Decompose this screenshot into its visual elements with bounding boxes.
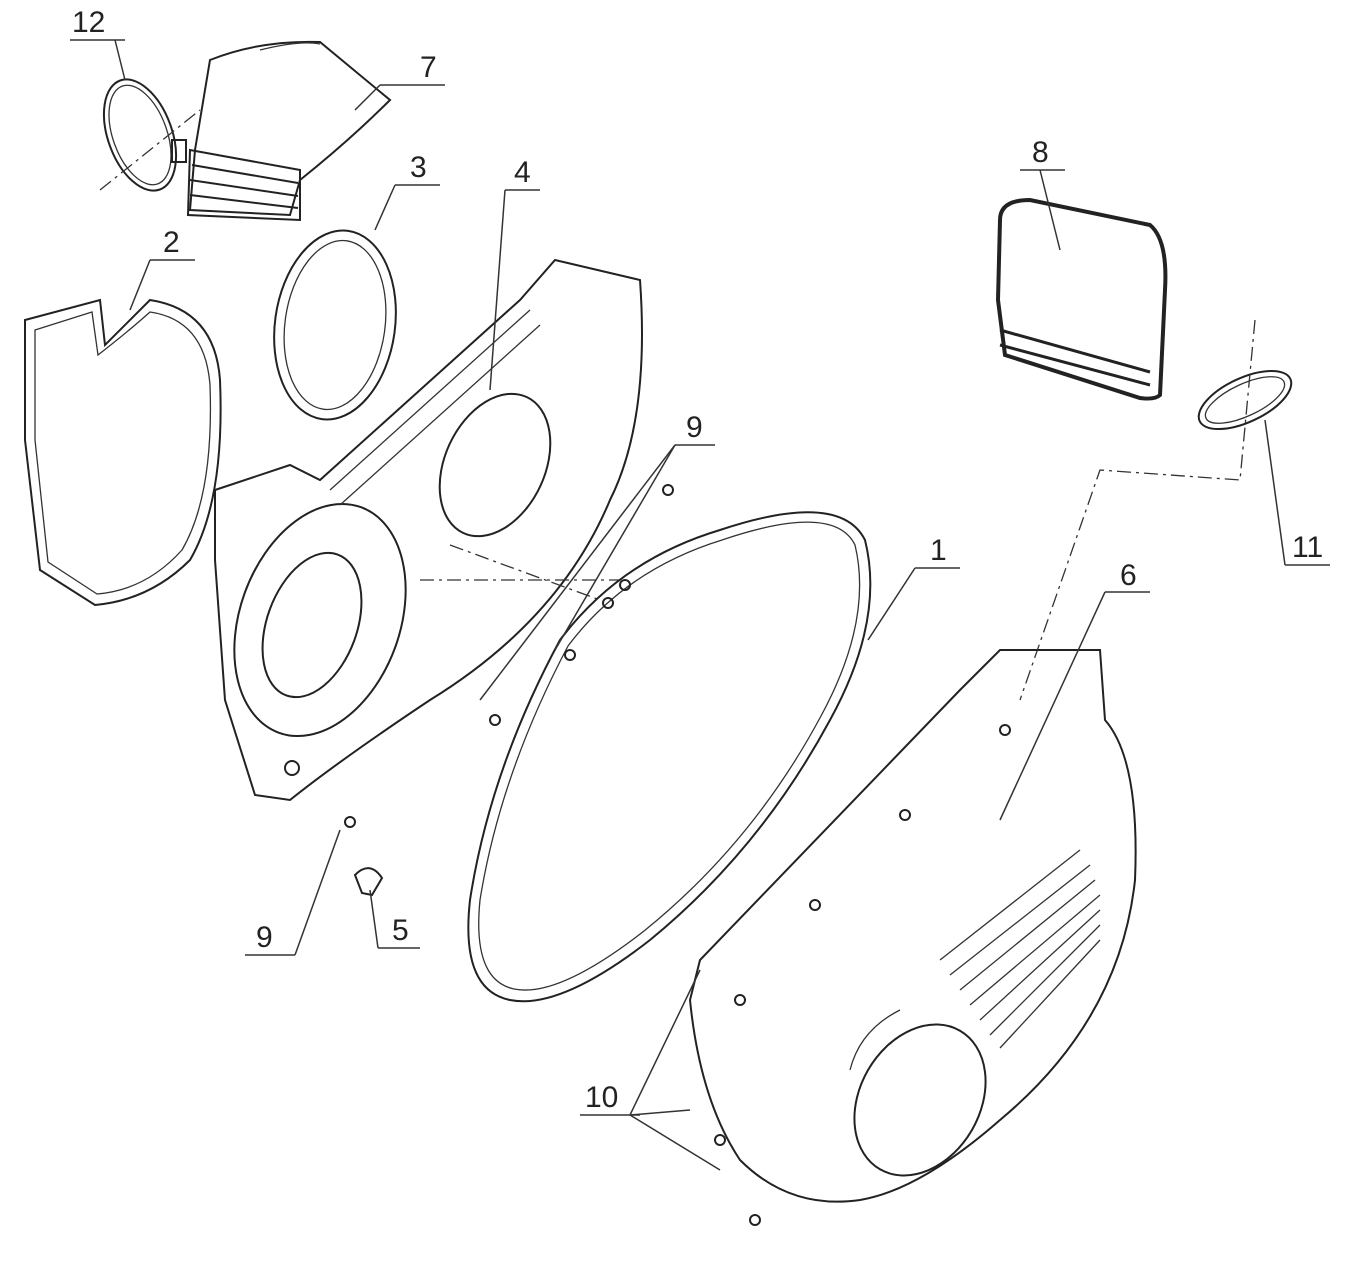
callout-8: 8: [1032, 136, 1049, 169]
screws: [284, 484, 1011, 1226]
part-12-clamp-ring: [99, 78, 201, 192]
callout-11: 11: [1292, 531, 1323, 564]
callout-9-lower: 9: [256, 921, 273, 954]
callout-3: 3: [410, 151, 427, 184]
part-7-intake-duct: [186, 40, 392, 222]
callout-12: 12: [72, 6, 105, 39]
callout-1: 1: [930, 534, 947, 567]
part-11-clamp: [1019, 319, 1293, 701]
callout-5: 5: [392, 914, 409, 947]
part-8-filter-element: [995, 197, 1168, 401]
callout-labels: 12 7 3 4 2 8 9 1 6 11 9 5 10: [72, 6, 1323, 1114]
part-4-inner-cover: [214, 258, 643, 802]
callout-4: 4: [514, 156, 531, 189]
callout-9-upper: 9: [686, 411, 703, 444]
callout-6: 6: [1120, 559, 1137, 592]
part-1-gasket: [467, 511, 872, 1003]
leader-lines: [70, 39, 1330, 1171]
cover-vent-grille: [939, 849, 1101, 1049]
part-6-outer-cover: [688, 649, 1137, 1203]
callout-7: 7: [420, 51, 437, 84]
part-3-gasket: [273, 229, 397, 421]
callout-10: 10: [585, 1081, 618, 1114]
part-2-gasket: [24, 298, 222, 607]
callout-2: 2: [163, 226, 180, 259]
